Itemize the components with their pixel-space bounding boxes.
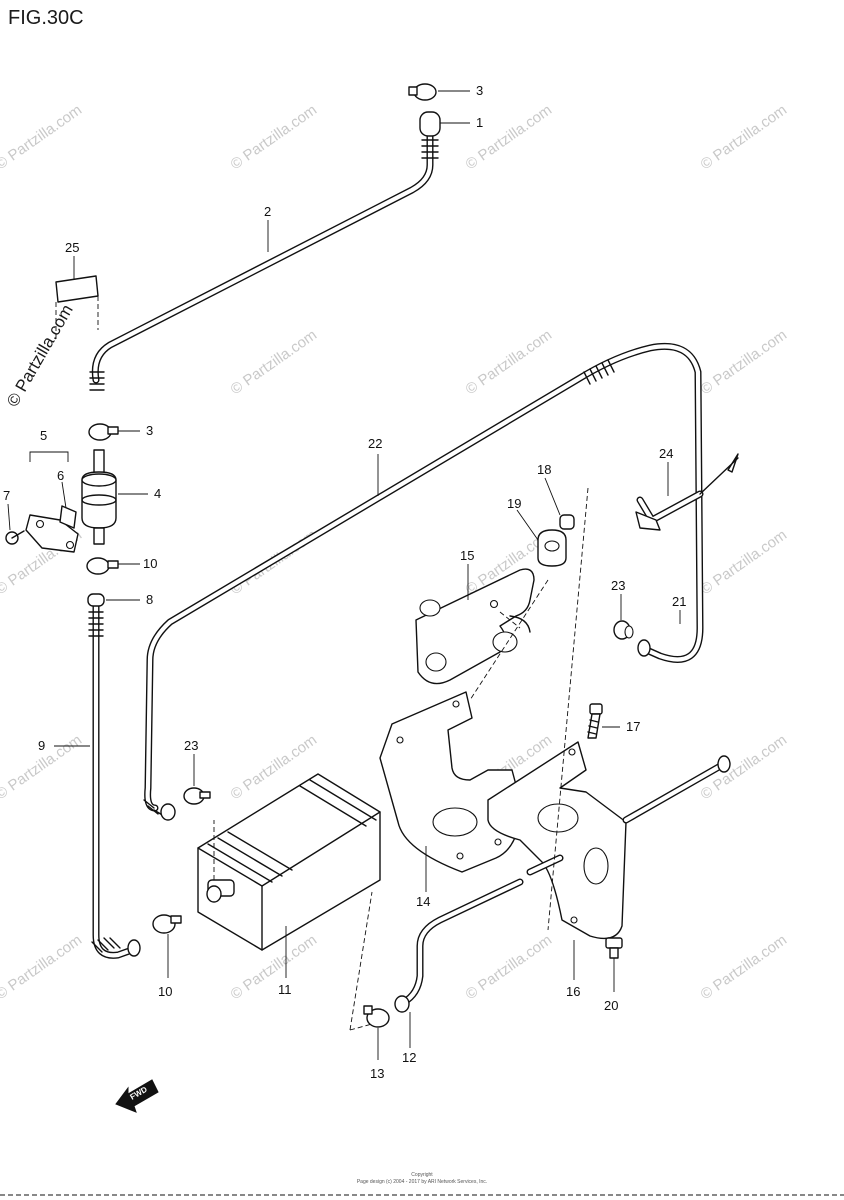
callout-4: 4: [154, 486, 161, 501]
footer-line-2: Page design (c) 2004 - 2017 by ARI Netwo…: [357, 1179, 487, 1185]
part-17-bolt: [587, 703, 603, 739]
callout-16: 16: [566, 984, 580, 999]
watermark: © Partzilla.com: [228, 326, 321, 398]
part-24-clip: [635, 453, 739, 531]
watermark: © Partzilla.com: [228, 101, 321, 173]
figure-title: FIG.30C: [8, 7, 84, 29]
watermark: © Partzilla.com: [463, 101, 556, 173]
part-11-canister: [197, 773, 381, 951]
part-5-6-bracket: [25, 451, 79, 553]
callouts: 3 1 2 25 3 5 6 4 7 10 8 9 22 18 19 24 15…: [3, 83, 686, 1081]
part-23-clamp-right: [613, 620, 634, 640]
callout-10: 10: [143, 556, 157, 571]
part-16-bracket: [487, 741, 627, 940]
part-21-hose-end: [637, 639, 651, 657]
callout-10: 10: [158, 984, 172, 999]
callout-23: 23: [611, 578, 625, 593]
callout-24: 24: [659, 446, 673, 461]
part-22-hose: [143, 342, 704, 821]
side-watermark: © Partzilla.com: [3, 301, 77, 410]
part-25-label: [55, 275, 99, 340]
callout-20: 20: [604, 998, 618, 1013]
part-20-bolt: [605, 937, 623, 959]
callout-3: 3: [476, 83, 483, 98]
watermark: © Partzilla.com: [698, 326, 791, 398]
part-1-hose-end: [419, 111, 441, 137]
part-9-hose: [87, 593, 141, 959]
callout-19: 19: [507, 496, 521, 511]
callout-11: 11: [278, 982, 292, 997]
footer: Copyright Page design (c) 2004 - 2017 by…: [357, 1172, 487, 1185]
callout-7: 7: [3, 488, 10, 503]
watermark-grid: © Partzilla.com © Partzilla.com © Partzi…: [0, 101, 790, 1003]
part-3-clamp-upper: [408, 83, 437, 101]
part-4-filter: [81, 449, 117, 545]
part-10-clamp-upper: [86, 557, 119, 575]
part-18-grommet: [559, 514, 575, 530]
footer-line-1: Copyright: [411, 1172, 433, 1178]
callout-2: 2: [264, 204, 271, 219]
watermark: © Partzilla.com: [463, 326, 556, 398]
assembly-guides: [213, 487, 589, 1031]
callout-12: 12: [402, 1050, 416, 1065]
callout-8: 8: [146, 592, 153, 607]
part-2-hose: [89, 121, 439, 391]
part-10-clamp-lower: [152, 914, 182, 934]
watermark: © Partzilla.com: [0, 931, 85, 1003]
watermark: © Partzilla.com: [698, 101, 791, 173]
part-23-clamp-left: [183, 787, 211, 805]
leader-lines: [7, 90, 681, 1060]
part-16-tube: [622, 755, 731, 824]
part-3-clamp-lower: [88, 423, 119, 441]
callout-17: 17: [626, 719, 640, 734]
callout-1: 1: [476, 115, 483, 130]
callout-25: 25: [65, 240, 79, 255]
callout-21: 21: [672, 594, 686, 609]
callout-14: 14: [416, 894, 430, 909]
callout-15: 15: [460, 548, 474, 563]
part-13-clamp: [363, 1005, 390, 1028]
callout-13: 13: [370, 1066, 384, 1081]
callout-22: 22: [368, 436, 382, 451]
part-15-bracket: [415, 568, 535, 685]
callout-3: 3: [146, 423, 153, 438]
part-12-hose: [394, 854, 564, 1013]
part-14-bracket: [379, 691, 521, 873]
part-7-screw: [5, 530, 25, 545]
watermark: © Partzilla.com: [698, 526, 791, 598]
callout-6: 6: [57, 468, 64, 483]
callout-18: 18: [537, 462, 551, 477]
fwd-arrow-icon: FWD: [115, 1079, 159, 1113]
watermark: © Partzilla.com: [698, 931, 791, 1003]
callout-5: 5: [40, 428, 47, 443]
watermark: © Partzilla.com: [463, 931, 556, 1003]
part-19-grommet: [537, 529, 567, 567]
watermark: © Partzilla.com: [0, 101, 85, 173]
callout-23: 23: [184, 738, 198, 753]
callout-9: 9: [38, 738, 45, 753]
